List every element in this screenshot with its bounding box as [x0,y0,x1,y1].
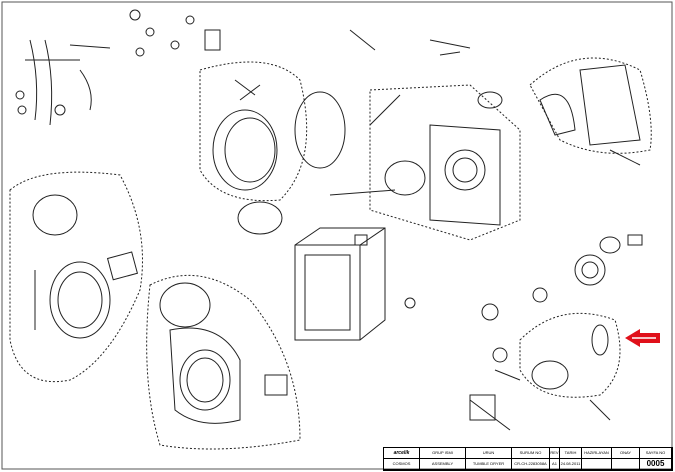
brand-logo: arcelik [384,448,420,459]
value-cell [582,459,612,470]
header-cell: ONAY [612,448,640,459]
row-label: COSMOS [384,459,420,470]
value-cell: CR-CH-2283058A [512,459,550,470]
door-group-left [9,171,143,383]
rear-panel-group [329,84,521,241]
value-cell: TUMBLE DRYER [466,459,512,470]
motor-group [469,287,621,431]
header-cell: GRUP ISMI [420,448,466,459]
rear-cover-group [529,57,652,166]
blower-group [574,234,643,286]
value-cell [612,459,640,470]
front-panel-group [146,274,301,450]
header-cell: REV [550,448,560,459]
header-cell: SURUM NO [512,448,550,459]
page-number: 0005 [640,459,672,470]
header-cell: URUN [466,448,512,459]
red-pointer-arrow-icon [625,329,660,347]
wiring-harness-group [15,39,111,126]
cabinet-group [294,227,416,341]
value-cell: ASSEMBLY [420,459,466,470]
small-parts-top [129,9,471,57]
value-cell: A1 [550,459,560,470]
drum-group [199,61,346,235]
header-cell: SAYFA NO [640,448,672,459]
value-cell: 24.08.2011 [560,459,582,470]
header-cell: HAZIRLAYAN [582,448,612,459]
header-cell: TARIH [560,448,582,459]
title-block: arcelik GRUP ISMI URUN SURUM NO REV TARI… [383,447,673,471]
